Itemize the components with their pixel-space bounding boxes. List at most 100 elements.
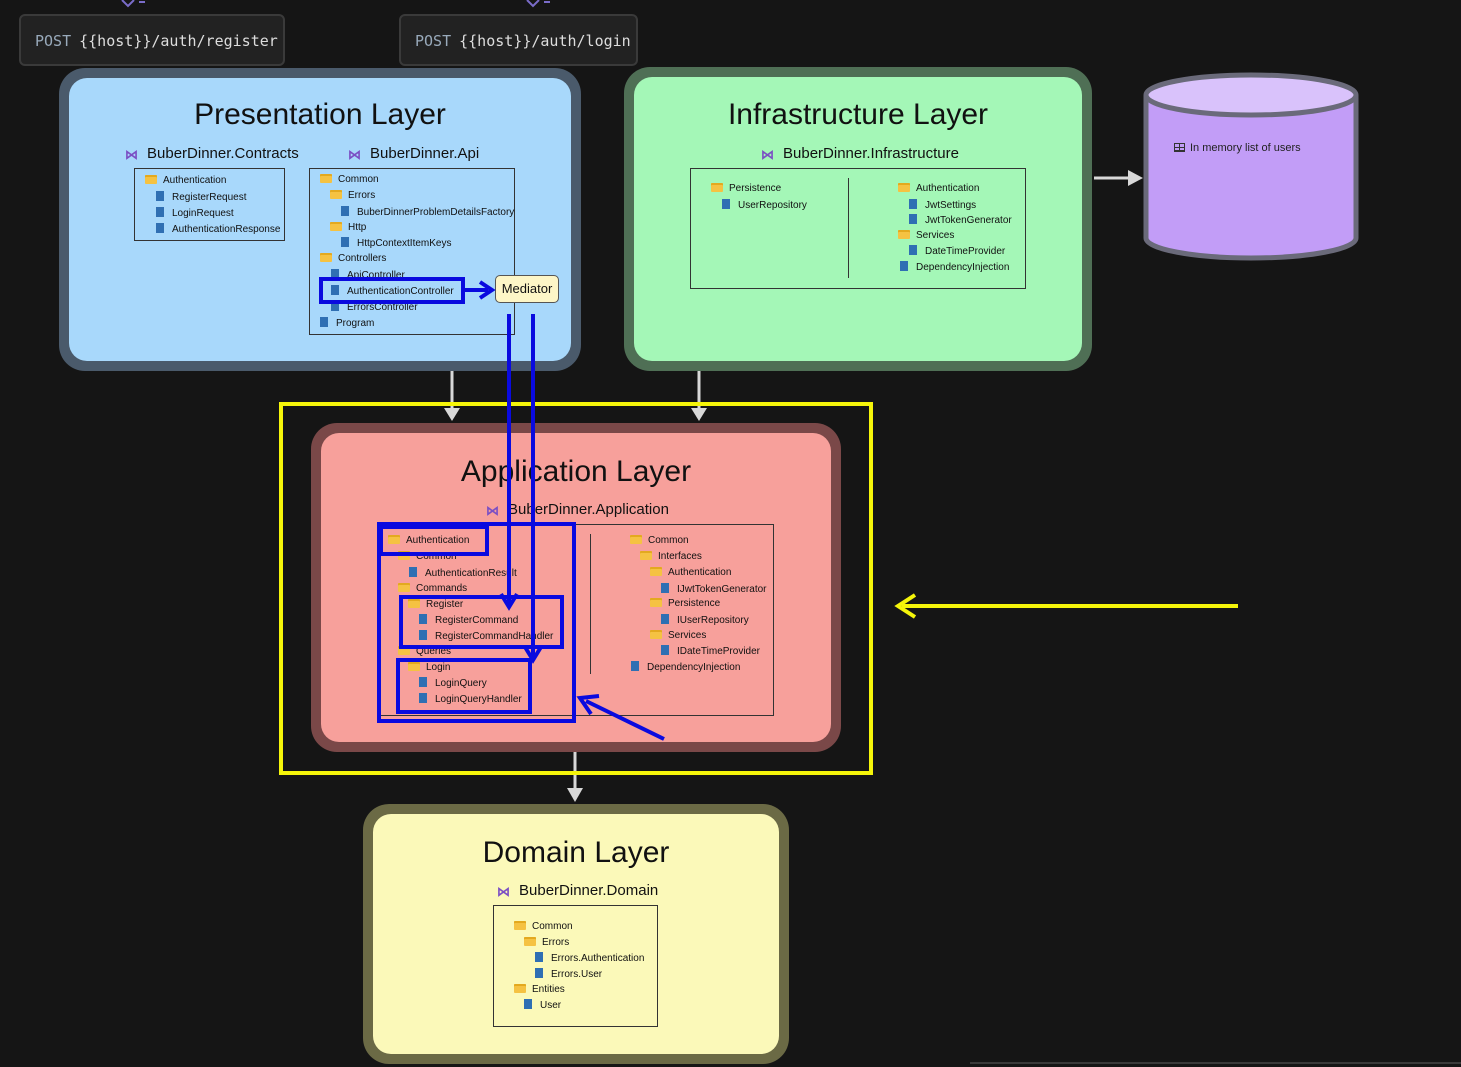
blue-pointer-arrow xyxy=(585,699,665,741)
visual-studio-icon: ⋈ xyxy=(125,147,138,162)
file-node: JwtTokenGenerator xyxy=(909,214,1012,227)
arrow-head xyxy=(444,408,460,421)
folder-node: Entities xyxy=(514,984,565,996)
file-node: LoginQuery xyxy=(419,677,487,690)
folder-node: Authentication xyxy=(650,567,731,579)
file-icon xyxy=(419,693,427,703)
infrastructure-project: ⋈ BuberDinner.Infrastructure xyxy=(761,145,959,162)
folder-node: Commands xyxy=(398,583,467,595)
folder-icon xyxy=(398,646,410,655)
authentication-feature-highlight xyxy=(377,522,576,723)
file-icon xyxy=(909,214,917,224)
tree-divider xyxy=(848,178,849,278)
cropped-arrow xyxy=(121,0,145,8)
folder-icon xyxy=(711,183,723,192)
file-node: RegisterRequest xyxy=(156,191,246,204)
folder-node: Queries xyxy=(398,646,451,658)
file-node: AuthenticationController xyxy=(331,285,454,298)
file-node: Program xyxy=(320,317,374,330)
folder-icon xyxy=(330,222,342,231)
file-icon xyxy=(320,317,328,327)
request-verb: POST xyxy=(35,32,72,50)
file-icon xyxy=(156,191,164,201)
folder-node: Persistence xyxy=(650,598,720,610)
file-icon xyxy=(661,583,669,593)
file-icon xyxy=(661,614,669,624)
file-icon xyxy=(341,206,349,216)
folder-node: Controllers xyxy=(320,253,386,265)
api-project: ⋈BuberDinner.Api xyxy=(348,145,479,162)
folder-icon xyxy=(524,937,536,946)
folder-node: Services xyxy=(650,630,706,642)
folder-icon xyxy=(898,183,910,192)
file-icon xyxy=(535,952,543,962)
file-icon xyxy=(341,237,349,247)
mediator-box: Mediator xyxy=(495,275,559,303)
folder-icon xyxy=(650,567,662,576)
application-project: ⋈BuberDinner.Application xyxy=(486,501,669,518)
folder-node: Authentication xyxy=(898,183,979,195)
file-icon xyxy=(631,661,639,671)
authcontroller-highlight xyxy=(319,277,465,304)
table-icon xyxy=(1174,143,1185,152)
file-icon xyxy=(419,614,427,624)
file-node: UserRepository xyxy=(722,199,807,212)
project-name: BuberDinner.Domain xyxy=(519,882,659,899)
file-icon xyxy=(909,245,917,255)
project-name: BuberDinner.Infrastructure xyxy=(783,145,959,162)
infrastructure-layer-title: Infrastructure Layer xyxy=(727,98,989,131)
folder-icon xyxy=(320,174,332,183)
folder-icon xyxy=(398,583,410,592)
file-node: BuberDinnerProblemDetailsFactory xyxy=(341,206,514,219)
folder-node: Http xyxy=(330,222,366,234)
folder-node: Login xyxy=(408,662,450,674)
file-icon xyxy=(331,285,339,295)
file-icon xyxy=(419,630,427,640)
folder-node: Register xyxy=(408,599,463,611)
arrow-head xyxy=(1128,170,1143,186)
presentation-layer xyxy=(59,68,581,371)
infrastructure-layer xyxy=(624,67,1092,371)
folder-node: Authentication xyxy=(145,175,226,187)
visual-studio-icon: ⋈ xyxy=(761,147,774,162)
folder-node: Persistence xyxy=(711,183,781,195)
domain-layer xyxy=(363,804,789,1064)
api-tree xyxy=(309,168,515,335)
presentation-layer-title: Presentation Layer xyxy=(194,98,446,131)
file-node: IDateTimeProvider xyxy=(661,645,760,658)
request-path: {{host}}/auth/register xyxy=(79,32,278,50)
file-icon xyxy=(900,261,908,271)
application-layer-title: Application Layer xyxy=(460,455,692,488)
folder-node: Common xyxy=(320,174,379,186)
project-name: BuberDinner.Contracts xyxy=(147,145,299,162)
file-node: LoginQueryHandler xyxy=(419,693,522,706)
database-label: In memory list of users xyxy=(1174,142,1301,154)
folder-node: Common xyxy=(630,535,689,547)
contracts-tree xyxy=(134,168,285,241)
file-node: RegisterCommand xyxy=(419,614,518,627)
folder-node: Services xyxy=(898,230,954,242)
file-node: IJwtTokenGenerator xyxy=(661,583,767,596)
folder-icon xyxy=(408,662,420,671)
file-node: IUserRepository xyxy=(661,614,749,627)
folder-icon xyxy=(514,921,526,930)
application-highlight-box xyxy=(279,402,873,775)
authentication-folder-highlight xyxy=(379,525,489,556)
file-icon xyxy=(722,199,730,209)
visual-studio-icon: ⋈ xyxy=(348,147,361,162)
folder-icon xyxy=(640,551,652,560)
arrow-head xyxy=(691,408,707,421)
file-node: Errors.User xyxy=(535,968,602,981)
project-name: BuberDinner.Application xyxy=(508,501,669,518)
folder-icon xyxy=(320,253,332,262)
domain-tree xyxy=(493,905,658,1027)
folder-icon xyxy=(514,984,526,993)
file-node: JwtSettings xyxy=(909,199,976,212)
folder-icon xyxy=(898,230,910,239)
folder-node: Authentication xyxy=(388,535,469,547)
folder-node: Interfaces xyxy=(640,551,702,563)
arrow-head xyxy=(567,788,583,802)
folder-icon xyxy=(330,190,342,199)
file-node: AuthenticationResponse xyxy=(156,223,280,236)
